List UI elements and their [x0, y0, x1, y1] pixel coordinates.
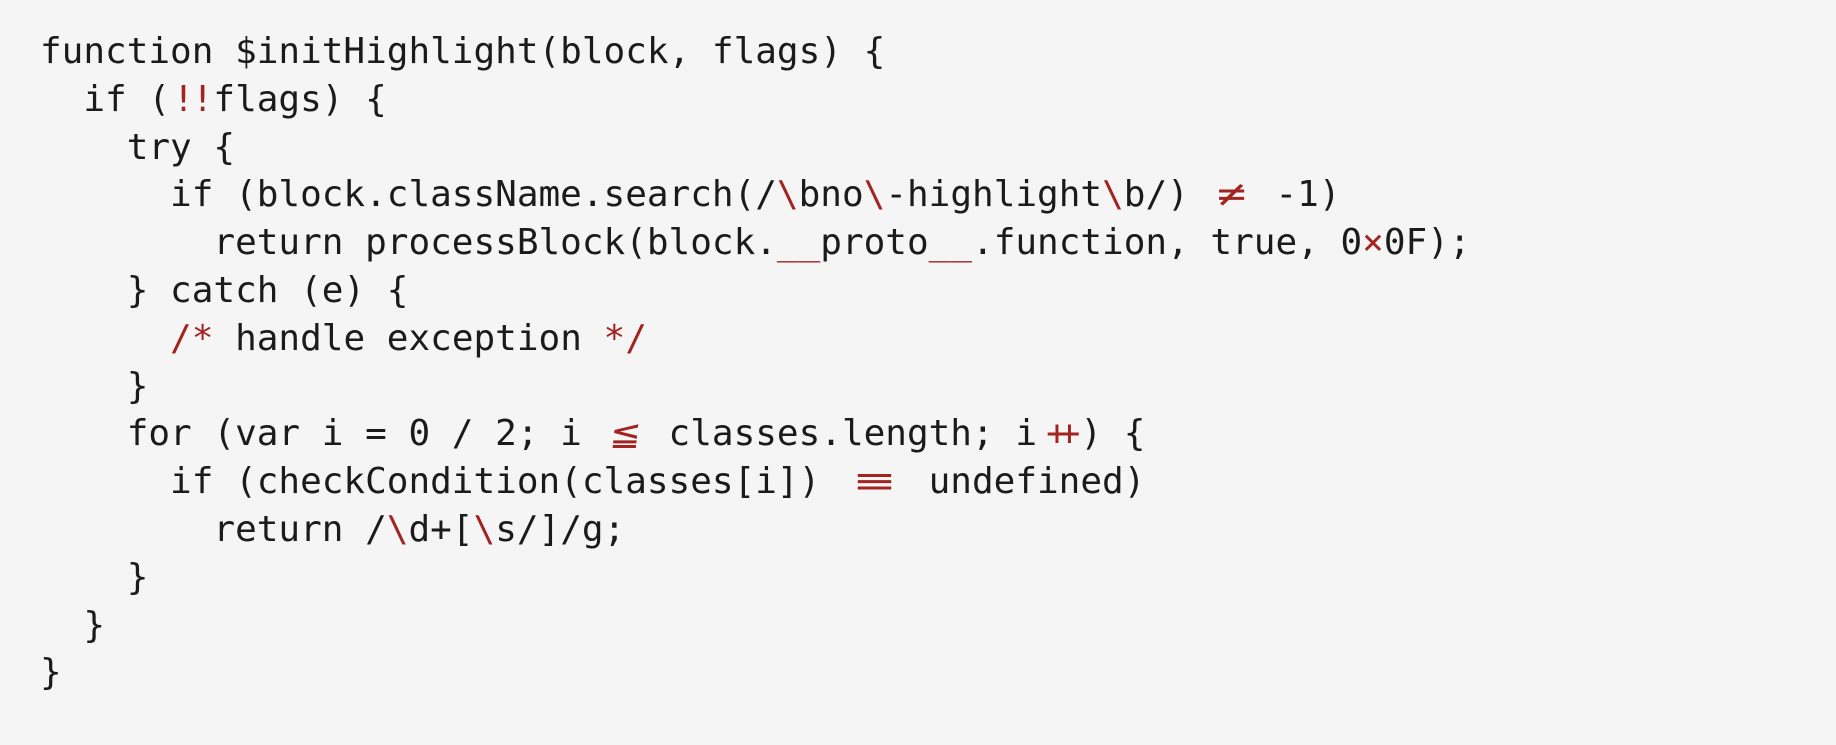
code-text: .function, true, 0 — [972, 222, 1363, 264]
escape-backslash-ligature: \ — [863, 174, 886, 216]
code-line: for (var i = 0 / 2; i ≦ classes.length; … — [40, 410, 1471, 458]
code-text: } — [40, 556, 149, 598]
code-line: } — [40, 602, 1471, 650]
code-line: return /\d+[\s/]/g; — [40, 506, 1471, 554]
code-text: for (var i = 0 / 2; i — [40, 413, 604, 455]
code-line: function $initHighlight(block, flags) { — [40, 28, 1471, 76]
code-text: -1) — [1253, 174, 1341, 216]
code-text: return processBlock(block. — [40, 222, 777, 264]
code-text: return / — [40, 508, 387, 550]
plus-plus-ligature: ++ — [1046, 413, 1080, 455]
escape-backslash-ligature: \ — [386, 508, 409, 550]
double-underscore-ligature: __ — [776, 222, 821, 264]
multiply-ligature: × — [1362, 222, 1384, 264]
not-equal-ligature: ≠ — [1217, 174, 1247, 216]
less-equal-ligature: ≦ — [609, 413, 641, 455]
code-text: ) { — [1080, 413, 1146, 455]
code-text: if (checkCondition(classes[i]) — [40, 461, 842, 503]
escape-backslash-ligature: \ — [473, 508, 496, 550]
escape-backslash-ligature: \ — [1102, 174, 1124, 216]
double-underscore-ligature: __ — [928, 222, 973, 264]
code-text: -highlight — [885, 174, 1103, 216]
comment-open-ligature: /* — [170, 317, 214, 359]
code-text: flags) { — [213, 78, 387, 120]
code-line: try { — [40, 124, 1471, 172]
code-text: function $initHighlight(block, flags) { — [40, 31, 886, 72]
comment-close-ligature: */ — [603, 317, 647, 359]
code-text: handle exception — [213, 317, 604, 359]
code-text: } — [40, 604, 106, 646]
code-text: undefined) — [906, 461, 1146, 503]
code-line: /* handle exception */ — [40, 315, 1471, 363]
code-text: try { — [40, 126, 236, 168]
code-text: bno — [798, 174, 864, 216]
code-text: if (block.className.search(/ — [40, 174, 777, 216]
code-line: } — [40, 363, 1471, 411]
code-text: proto — [820, 222, 929, 264]
code-line: if (!!flags) { — [40, 76, 1471, 124]
code-text: s/]/g; — [495, 508, 626, 550]
code-text: } — [40, 365, 149, 407]
escape-backslash-ligature: \ — [776, 174, 799, 216]
code-block: function $initHighlight(block, flags) { … — [40, 28, 1471, 697]
code-line: if (block.className.search(/\bno\-highli… — [40, 171, 1471, 219]
code-line: if (checkCondition(classes[i]) ≡ undefin… — [40, 458, 1471, 506]
code-text: } — [40, 652, 62, 694]
code-text: } catch (e) { — [40, 269, 409, 311]
double-bang-ligature: !! — [172, 78, 214, 120]
code-text: d+[ — [408, 508, 474, 550]
code-text: 0F); — [1383, 222, 1471, 264]
code-line: } — [40, 649, 1471, 697]
code-line: } catch (e) { — [40, 267, 1471, 315]
code-line: } — [40, 554, 1471, 602]
code-text: b/) — [1123, 174, 1211, 216]
code-text: classes.length; i — [646, 413, 1038, 455]
triple-equal-ligature: ≡ — [854, 461, 894, 503]
code-line: return processBlock(block.__proto__.func… — [40, 219, 1471, 267]
code-text — [40, 318, 170, 359]
code-text: if ( — [40, 78, 171, 120]
